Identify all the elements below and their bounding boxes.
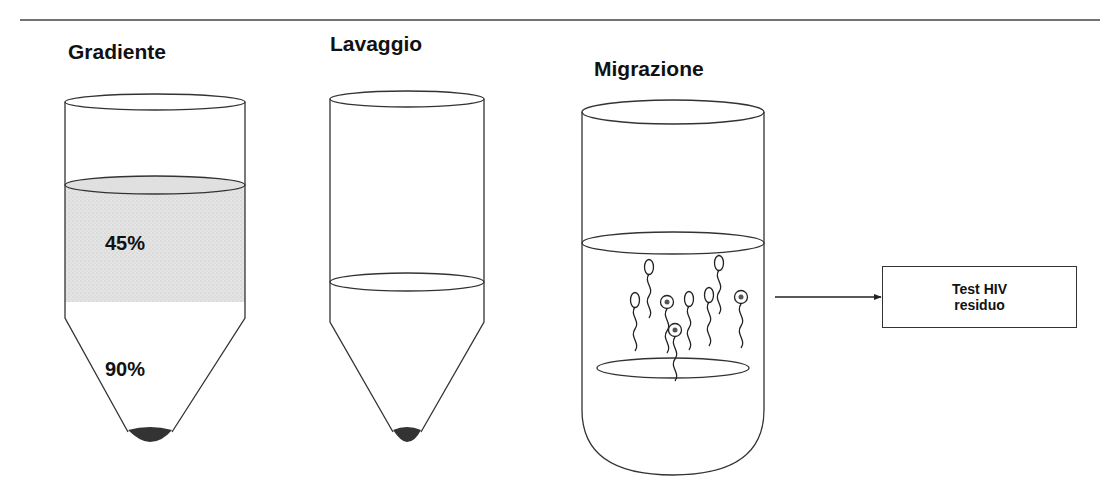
layer-label: 90% [105, 358, 145, 381]
tube-mouth [330, 91, 484, 107]
sperm-tail [633, 307, 636, 351]
sperm-nucleus [665, 300, 670, 305]
box-label: Test HIV residuo [930, 281, 1030, 313]
sperm-head [715, 256, 724, 271]
tube: Gradiente 45% 90% [60, 40, 255, 450]
liquid-surface [65, 176, 245, 194]
sperm-nucleus [673, 328, 678, 333]
sperm-head [645, 260, 654, 275]
top-rule [20, 19, 1100, 20]
sperm-nucleus [739, 295, 744, 300]
tube-mouth [65, 94, 245, 110]
sperm-head [631, 293, 640, 308]
tube-mouth [582, 100, 764, 124]
pellet [393, 427, 421, 442]
tube: Lavaggio [325, 40, 490, 450]
sperm-head [685, 292, 694, 307]
sperm-cells [631, 256, 748, 382]
sperm-tail [673, 337, 676, 381]
sperm-head [669, 324, 682, 337]
tube-wall [330, 99, 484, 432]
pellet [128, 427, 172, 442]
sperm-tail [687, 306, 690, 350]
sperm-head [705, 288, 714, 303]
layer-label: 45% [105, 232, 145, 255]
tube-wall [65, 102, 245, 432]
liquid-surface [330, 273, 484, 291]
tube-outline [60, 40, 255, 450]
sperm-tail [647, 274, 650, 318]
step-heading: Migrazione [594, 57, 704, 81]
step-heading: Gradiente [68, 40, 166, 64]
tube-outline [325, 40, 490, 450]
process-box: Test HIV residuo [882, 266, 1077, 328]
sperm-tail [707, 302, 710, 346]
sperm-tail [717, 270, 720, 314]
liquid-surface [582, 232, 764, 254]
cell-layer [597, 358, 749, 378]
arrow-connector [775, 296, 881, 297]
tube-wall [582, 112, 764, 475]
sperm-tail [739, 304, 742, 348]
gradient-layer [65, 185, 245, 302]
tube-outline [577, 55, 770, 480]
sperm-head [661, 296, 674, 309]
sperm-head [735, 291, 748, 304]
tube: Migrazione [577, 55, 770, 480]
step-heading: Lavaggio [330, 32, 422, 56]
